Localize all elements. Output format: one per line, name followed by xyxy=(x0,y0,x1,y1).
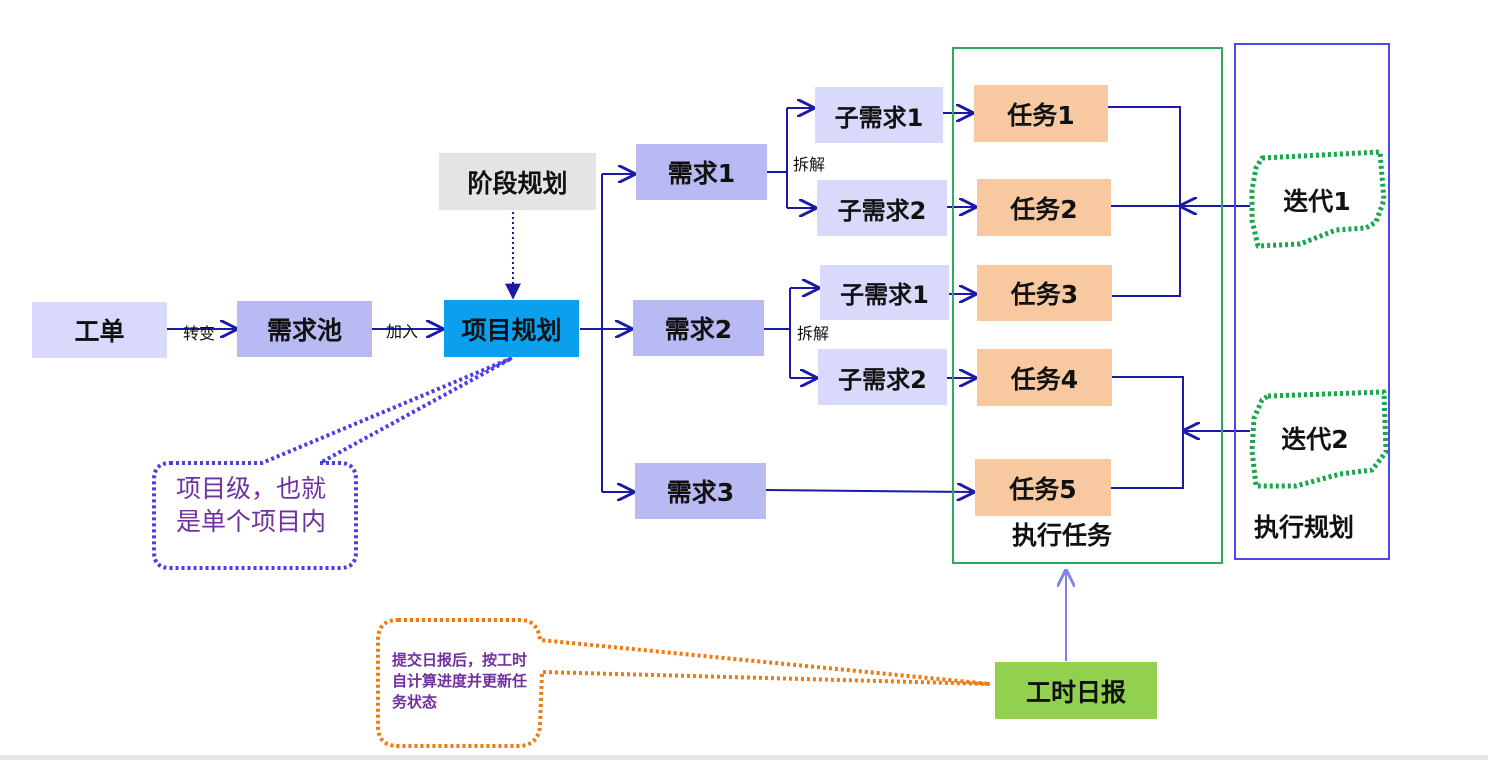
edge-label-split-2: 拆解 xyxy=(797,324,830,343)
project-planning-node: 项目规划 xyxy=(444,300,579,357)
edge-label-convert: 转变 xyxy=(183,324,216,343)
iter2-cloud-shape xyxy=(1249,389,1389,489)
task-2-node: 任务2 xyxy=(977,179,1111,236)
work-order-node: 工单 xyxy=(32,302,167,358)
task-3-node: 任务3 xyxy=(977,265,1112,321)
bottom-scroll-edge xyxy=(0,755,1488,760)
task-1-node: 任务1 xyxy=(974,85,1108,142)
iteration-1-node: 迭代1 xyxy=(1283,187,1351,216)
task-4-node: 任务4 xyxy=(977,349,1112,406)
arrow-req3-to-task5 xyxy=(765,490,973,492)
timesheet-report-node: 工时日报 xyxy=(995,662,1157,719)
requirement-3-node: 需求3 xyxy=(635,463,766,519)
requirement-pool-node: 需求池 xyxy=(237,301,372,357)
requirement-2-node: 需求2 xyxy=(633,300,764,356)
iteration-2-node: 迭代2 xyxy=(1281,425,1349,454)
exec-tasks-frame xyxy=(952,47,1223,564)
timesheet-callout-shape xyxy=(376,618,992,748)
exec-plan-label: 执行规划 xyxy=(1254,513,1355,542)
project-callout-shape xyxy=(152,356,514,570)
project-level-callout-text: 项目级，也就是单个项目内 xyxy=(176,474,327,536)
stage-planning-node: 阶段规划 xyxy=(439,153,596,210)
task-5-node: 任务5 xyxy=(975,459,1111,516)
req1-subrequirement-2-node: 子需求2 xyxy=(817,180,947,236)
req1-subrequirement-1-node: 子需求1 xyxy=(815,87,943,143)
req2-subrequirement-2-node: 子需求2 xyxy=(818,349,947,405)
edge-label-split-1: 拆解 xyxy=(793,155,826,174)
exec-tasks-label: 执行任务 xyxy=(1012,521,1113,550)
req2-subrequirement-1-node: 子需求1 xyxy=(820,265,949,320)
iter1-cloud-shape xyxy=(1249,149,1387,249)
exec-plan-frame xyxy=(1234,43,1390,560)
timesheet-callout-text: 提交日报后，按工时自计算进度并更新任务状态 xyxy=(392,651,528,711)
requirement-1-node: 需求1 xyxy=(636,144,767,200)
edge-label-join: 加入 xyxy=(386,322,419,341)
